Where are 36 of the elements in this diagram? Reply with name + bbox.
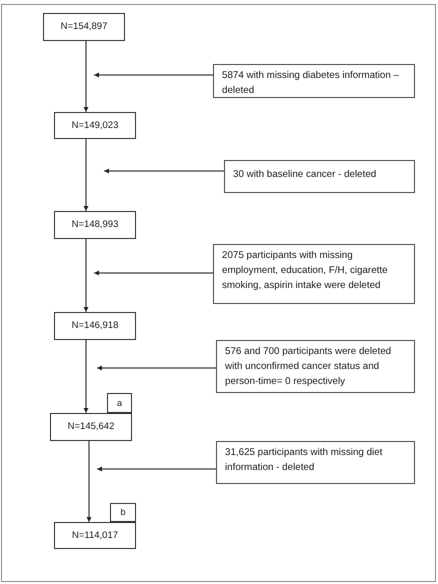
tag-letter: a <box>116 398 122 408</box>
count-text: N=148,993 <box>72 219 118 231</box>
arrow <box>104 168 224 174</box>
exclusion-text: 576 and 700 participants were deleted with unconfirmed cancer status and person-time= 0 respectively <box>225 345 392 389</box>
count-box <box>54 522 136 549</box>
arrow <box>84 340 88 414</box>
count-text: N=114,017 <box>72 530 118 542</box>
arrow <box>96 366 216 370</box>
arrow <box>94 270 214 276</box>
exclusion-box <box>216 441 415 484</box>
arrow <box>86 440 92 522</box>
count-box <box>54 112 136 139</box>
count-box <box>50 413 132 441</box>
tag-box <box>107 393 132 413</box>
exclusion-box <box>213 64 415 98</box>
count-text: N=145,642 <box>68 421 114 433</box>
count-box <box>43 13 125 41</box>
exclusion-text: 30 with baseline cancer - deleted <box>233 168 376 182</box>
arrow <box>84 238 88 312</box>
count-box <box>54 312 136 340</box>
exclusion-box <box>216 340 415 393</box>
arrow <box>84 40 88 112</box>
exclusion-box <box>213 244 415 304</box>
exclusion-text: 5874 with missing diabetes information – deleted <box>222 69 400 98</box>
tag-box <box>110 503 136 522</box>
count-text: N=154,897 <box>60 21 108 33</box>
count-box <box>54 211 136 239</box>
count-text: N=146,918 <box>72 320 118 332</box>
arrow <box>94 72 214 78</box>
exclusion-text: 2075 participants with missing employment, education, F/H, cigarette smoking, aspirin intake were deleted <box>222 249 389 293</box>
count-text: N=149,023 <box>72 120 118 132</box>
arrow <box>84 138 88 212</box>
tag-letter: b <box>120 507 126 518</box>
exclusion-box <box>224 160 415 193</box>
exclusion-text: 31,625 participants with missing diet information - deleted <box>225 446 384 475</box>
arrow <box>96 466 216 472</box>
